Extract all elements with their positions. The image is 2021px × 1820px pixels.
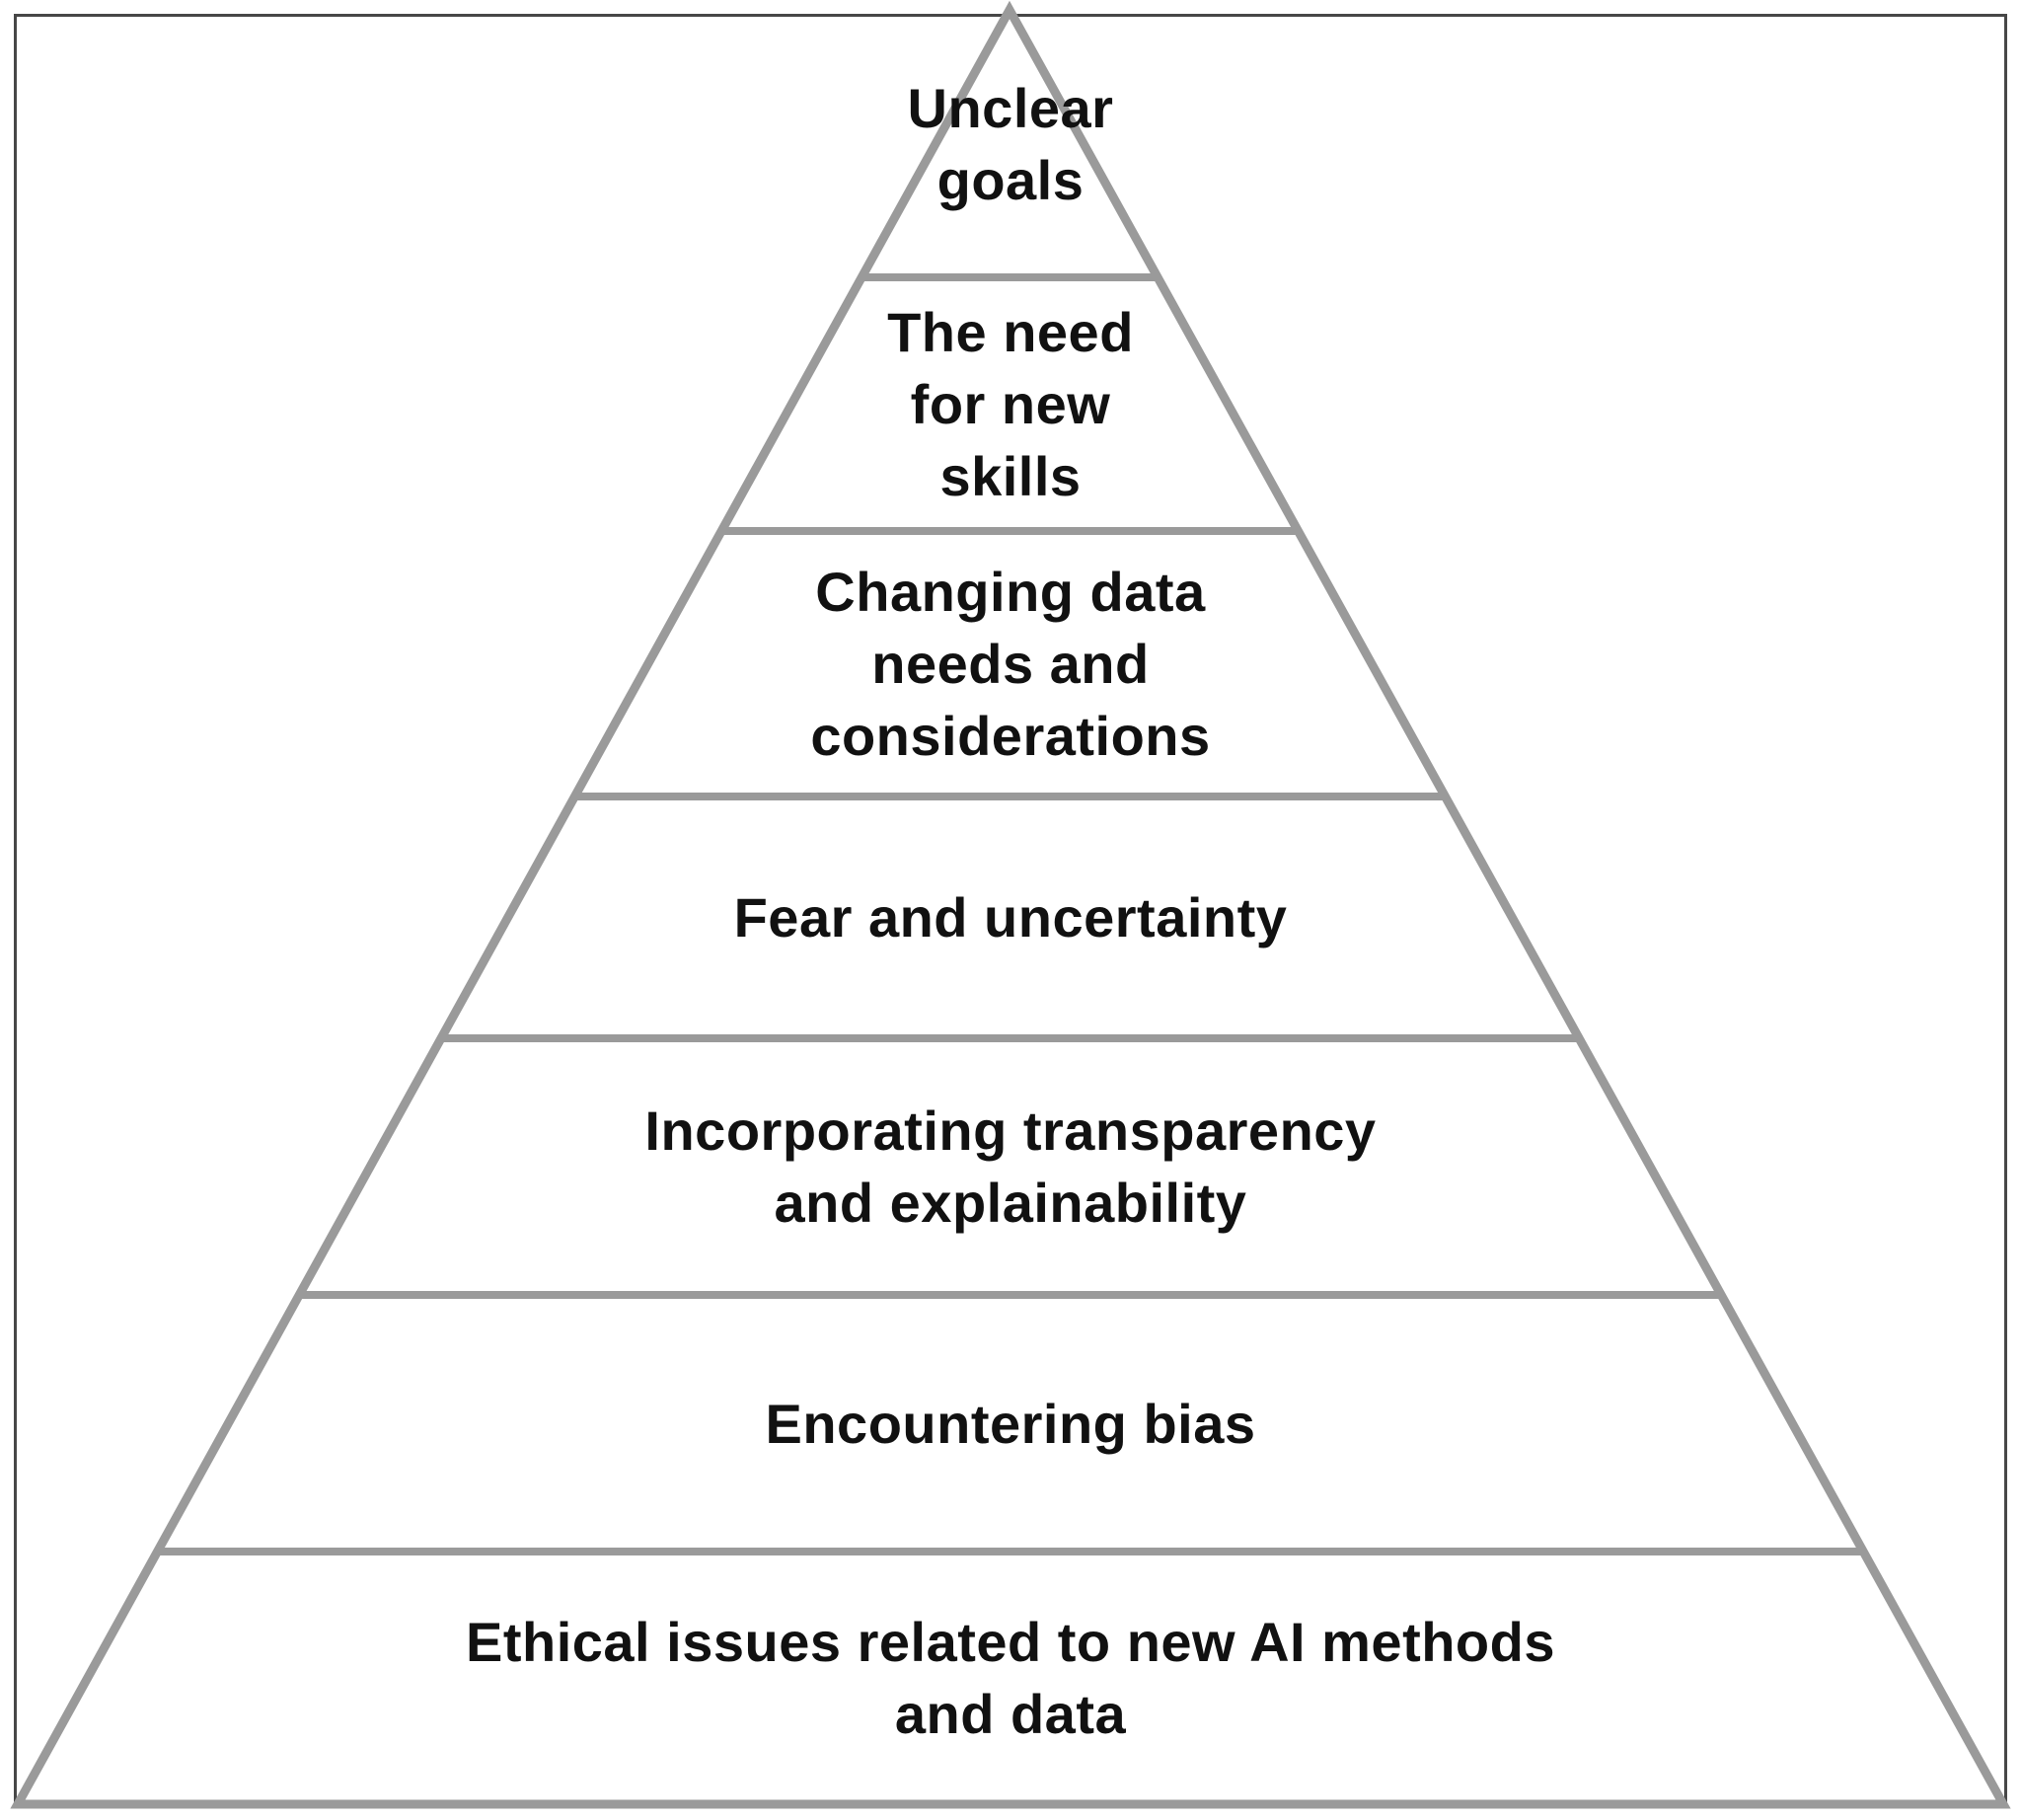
pyramid-outline	[10, 0, 2011, 1809]
